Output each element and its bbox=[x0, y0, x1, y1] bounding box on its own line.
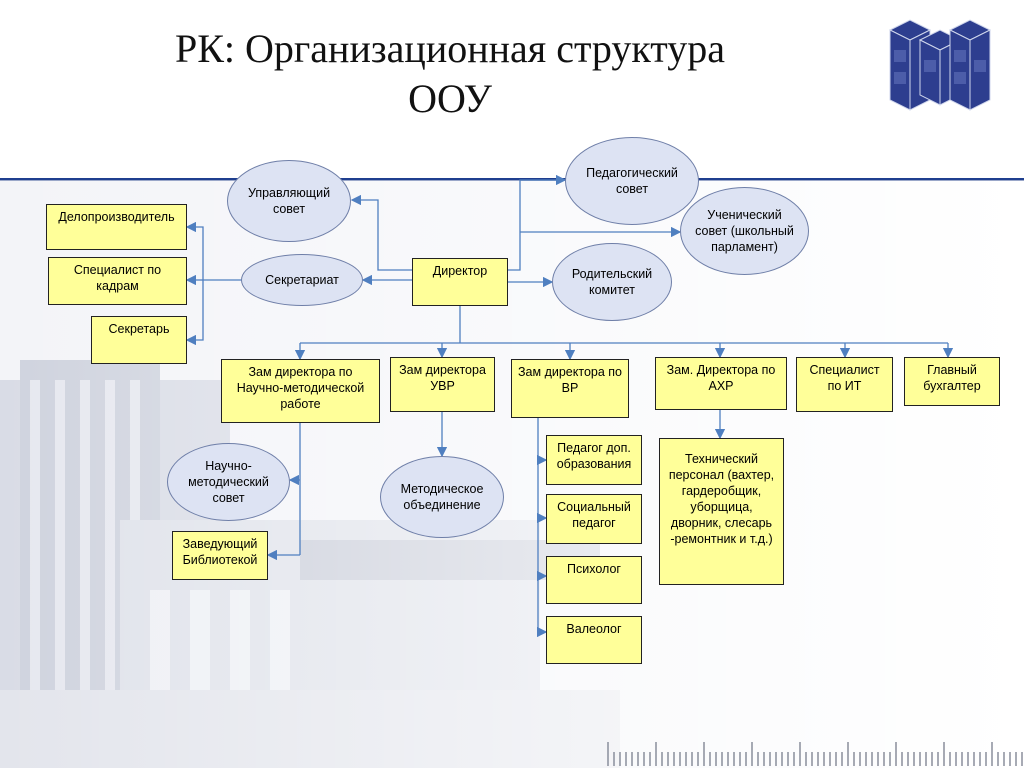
ruler-ticks-icon bbox=[607, 742, 1023, 766]
records-clerk-label: Делопроизводитель bbox=[58, 210, 175, 224]
valeologist-label: Валеолог bbox=[566, 622, 622, 636]
secretariat-label: Секретариат bbox=[265, 273, 339, 287]
secretary-node: Секретарь bbox=[91, 316, 187, 364]
deputy-vr-label: Зам директора по ВР bbox=[518, 365, 622, 395]
slide-title-line2: ООУ bbox=[408, 76, 492, 121]
deputy-uvr-label: Зам директора УВР bbox=[399, 363, 486, 393]
valeologist-node: Валеолог bbox=[546, 616, 642, 664]
psychologist-label: Психолог bbox=[567, 562, 621, 576]
social-pedagogue-node: Социальный педагог bbox=[546, 494, 642, 544]
mgu-cube-logo-icon bbox=[888, 19, 992, 111]
deputy-uvr-node: Зам директора УВР bbox=[390, 357, 495, 412]
director-label: Директор bbox=[432, 264, 488, 278]
deputy-methodical-label: Зам директора по Научно-методической раб… bbox=[236, 365, 365, 411]
deputy-ahr-node: Зам. Директора по АХР bbox=[655, 357, 787, 410]
deputy-vr-node: Зам директора по ВР bbox=[511, 359, 629, 418]
governing-council-label: Управляющий совет bbox=[247, 186, 331, 216]
records-clerk-node: Делопроизводитель bbox=[46, 204, 187, 250]
technical-staff-node: Технический персонал (вахтер, гардеробщи… bbox=[659, 438, 784, 585]
technical-staff-label: Технический персонал (вахтер, гардеробщи… bbox=[668, 452, 775, 546]
extra-education-teacher-label: Педагог доп. образования bbox=[556, 441, 632, 471]
head-librarian-label: Заведующий Библиотекой bbox=[182, 537, 258, 567]
slide-title-line1: РК: Организационная структура bbox=[174, 26, 726, 71]
secretary-label: Секретарь bbox=[108, 322, 170, 336]
parent-committee-node: Родительский комитет bbox=[552, 243, 672, 321]
pedagogical-council-node: Педагогический совет bbox=[565, 137, 699, 225]
student-council-label: Ученический совет (школьный парламент) bbox=[695, 208, 794, 254]
social-pedagogue-label: Социальный педагог bbox=[557, 500, 631, 530]
hr-specialist-label: Специалист по кадрам bbox=[73, 263, 162, 293]
governing-council-node: Управляющий совет bbox=[227, 160, 351, 242]
methodical-association-label: Методическое объединение bbox=[400, 482, 484, 512]
chief-accountant-label: Главный бухгалтер bbox=[923, 363, 981, 393]
student-council-node: Ученический совет (школьный парламент) bbox=[680, 187, 809, 275]
methodical-association-node: Методическое объединение bbox=[380, 456, 504, 538]
deputy-methodical-node: Зам директора по Научно-методической раб… bbox=[221, 359, 380, 423]
psychologist-node: Психолог bbox=[546, 556, 642, 604]
pedagogical-council-label: Педагогический совет bbox=[586, 166, 678, 196]
secretariat-node: Секретариат bbox=[241, 254, 363, 306]
deputy-ahr-label: Зам. Директора по АХР bbox=[666, 363, 776, 393]
director-node: Директор bbox=[412, 258, 508, 306]
head-librarian-node: Заведующий Библиотекой bbox=[172, 531, 268, 580]
it-specialist-node: Специалист по ИТ bbox=[796, 357, 893, 412]
scientific-methodical-council-node: Научно-методический совет bbox=[167, 443, 290, 521]
chief-accountant-node: Главный бухгалтер bbox=[904, 357, 1000, 406]
slide-title: РК: Организационная структура ООУ bbox=[100, 24, 800, 124]
parent-committee-label: Родительский комитет bbox=[571, 267, 653, 297]
scientific-methodical-council-label: Научно-методический совет bbox=[188, 459, 269, 505]
hr-specialist-node: Специалист по кадрам bbox=[48, 257, 187, 305]
extra-education-teacher-node: Педагог доп. образования bbox=[546, 435, 642, 485]
it-specialist-label: Специалист по ИТ bbox=[809, 363, 880, 393]
